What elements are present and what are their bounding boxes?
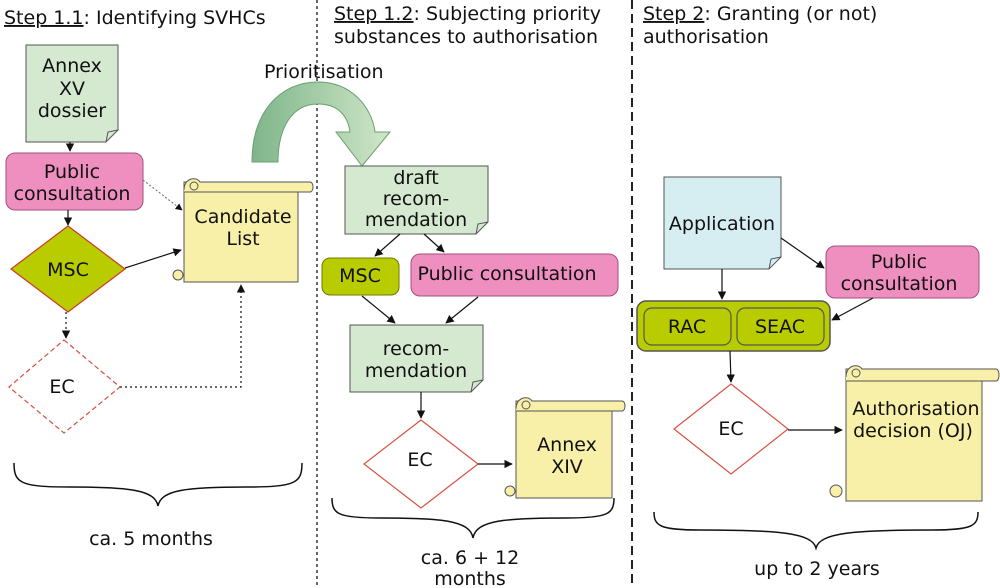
candidate-list-line2: List [226,228,259,250]
application-fold [768,256,782,270]
duration-step-1-2-line1: ca. 6 + 12 [421,547,519,569]
arrow-pc-to-seac [831,297,874,321]
header-step-1-1-label: Step 1.1 [4,7,84,29]
public-consultation-box-1 [5,152,144,211]
seac-box [736,307,825,346]
header-step-1-1-title: : Identifying SVHCs [84,7,266,29]
recommendation-fold [470,379,484,393]
annex-xv-line3: dossier [38,100,106,122]
duration-step-1-1: ca. 5 months [89,528,213,550]
candidate-list-scroll [172,178,314,283]
ec-diamond-1 [8,339,121,434]
candidate-list-line1: Candidate [194,206,291,228]
draft-recommendation-line3: mendation [365,209,467,231]
rac-label: RAC [668,316,706,338]
header-step-1-2-line2: substances to authorisation [334,26,598,48]
header-step-2-line2: authorisation [643,26,769,48]
msc-diamond-1 [10,225,126,313]
header-step-1-2: Step 1.2: Subjecting priority [334,3,601,25]
public-consultation-box-2 [410,253,619,297]
ec-diamond-3 [673,383,789,475]
arrow-draft-to-pc [423,233,445,253]
arrow-application-to-pc [780,237,825,269]
arrow-msc-to-recommendation [361,295,396,324]
duration-step-2: up to 2 years [754,558,880,580]
annex-xv-line2: XV [59,78,85,100]
annex-xiv-line2: XIV [551,456,583,478]
arrow-rac-to-ec [726,350,735,383]
msc-box-2 [321,257,400,296]
arrow-ec-to-candidate [120,284,246,388]
arrow-draft-to-msc [374,233,401,257]
recommendation-box [349,324,484,393]
duration-step-1-2-line2: months [434,568,506,588]
annex-xiv-scroll [504,397,626,499]
draft-recommendation-box [344,165,489,235]
brace-step-1-2 [331,497,615,539]
application-label: Application [669,213,775,235]
authorisation-decision-line1: Authorisation [852,398,979,420]
annex-xv-dossier-box [25,44,119,143]
draft-recommendation-fold [475,221,489,235]
header-step-2-label: Step 2 [643,3,704,25]
rac-box [643,307,732,346]
draft-recommendation-line2: recom- [383,188,450,210]
ec-diamond-2 [363,419,479,509]
annex-xiv-line1: Annex [537,434,597,456]
msc-1-label: MSC [47,259,89,281]
header-step-2: Step 2: Granting (or not) [643,3,877,25]
application-box [663,176,782,270]
prioritisation-label: Prioritisation [264,61,384,83]
public-consultation-2-label: Public consultation [417,263,596,285]
public-consultation-1-line2: consultation [14,183,131,205]
header-step-1-1: Step 1.1: Identifying SVHCs [4,7,266,29]
annex-xv-line1: Annex [42,55,102,77]
header-step-1-2-title-line1: : Subjecting priority [414,3,601,25]
prioritisation-arrow [251,81,392,167]
draft-recommendation-line1: draft [393,167,438,189]
public-consultation-3-line1: Public [871,251,927,273]
recommendation-line1: recom- [383,338,450,360]
seac-label: SEAC [755,316,805,338]
brace-step-1-1 [13,462,303,507]
arrow-msc-to-candidate [124,248,182,269]
header-step-2-title-line1: : Granting (or not) [704,3,877,25]
ec-1-label: EC [49,376,74,398]
public-consultation-3-line2: consultation [841,273,958,295]
annex-xv-dossier-fold [105,129,119,143]
public-consultation-1-line1: Public [44,161,100,183]
brace-step-2 [653,511,979,551]
public-consultation-box-3 [825,245,980,299]
msc-2-label: MSC [339,265,381,287]
ec-2-label: EC [407,449,432,471]
arrow-pc-to-recommendation [445,296,479,324]
ec-3-label: EC [718,418,743,440]
header-step-1-2-label: Step 1.2 [334,3,414,25]
authorisation-decision-scroll [829,365,1000,502]
recommendation-line2: mendation [365,360,467,382]
authorisation-decision-line2: decision (OJ) [853,420,973,442]
arrow-pc-to-candidate [142,179,183,211]
